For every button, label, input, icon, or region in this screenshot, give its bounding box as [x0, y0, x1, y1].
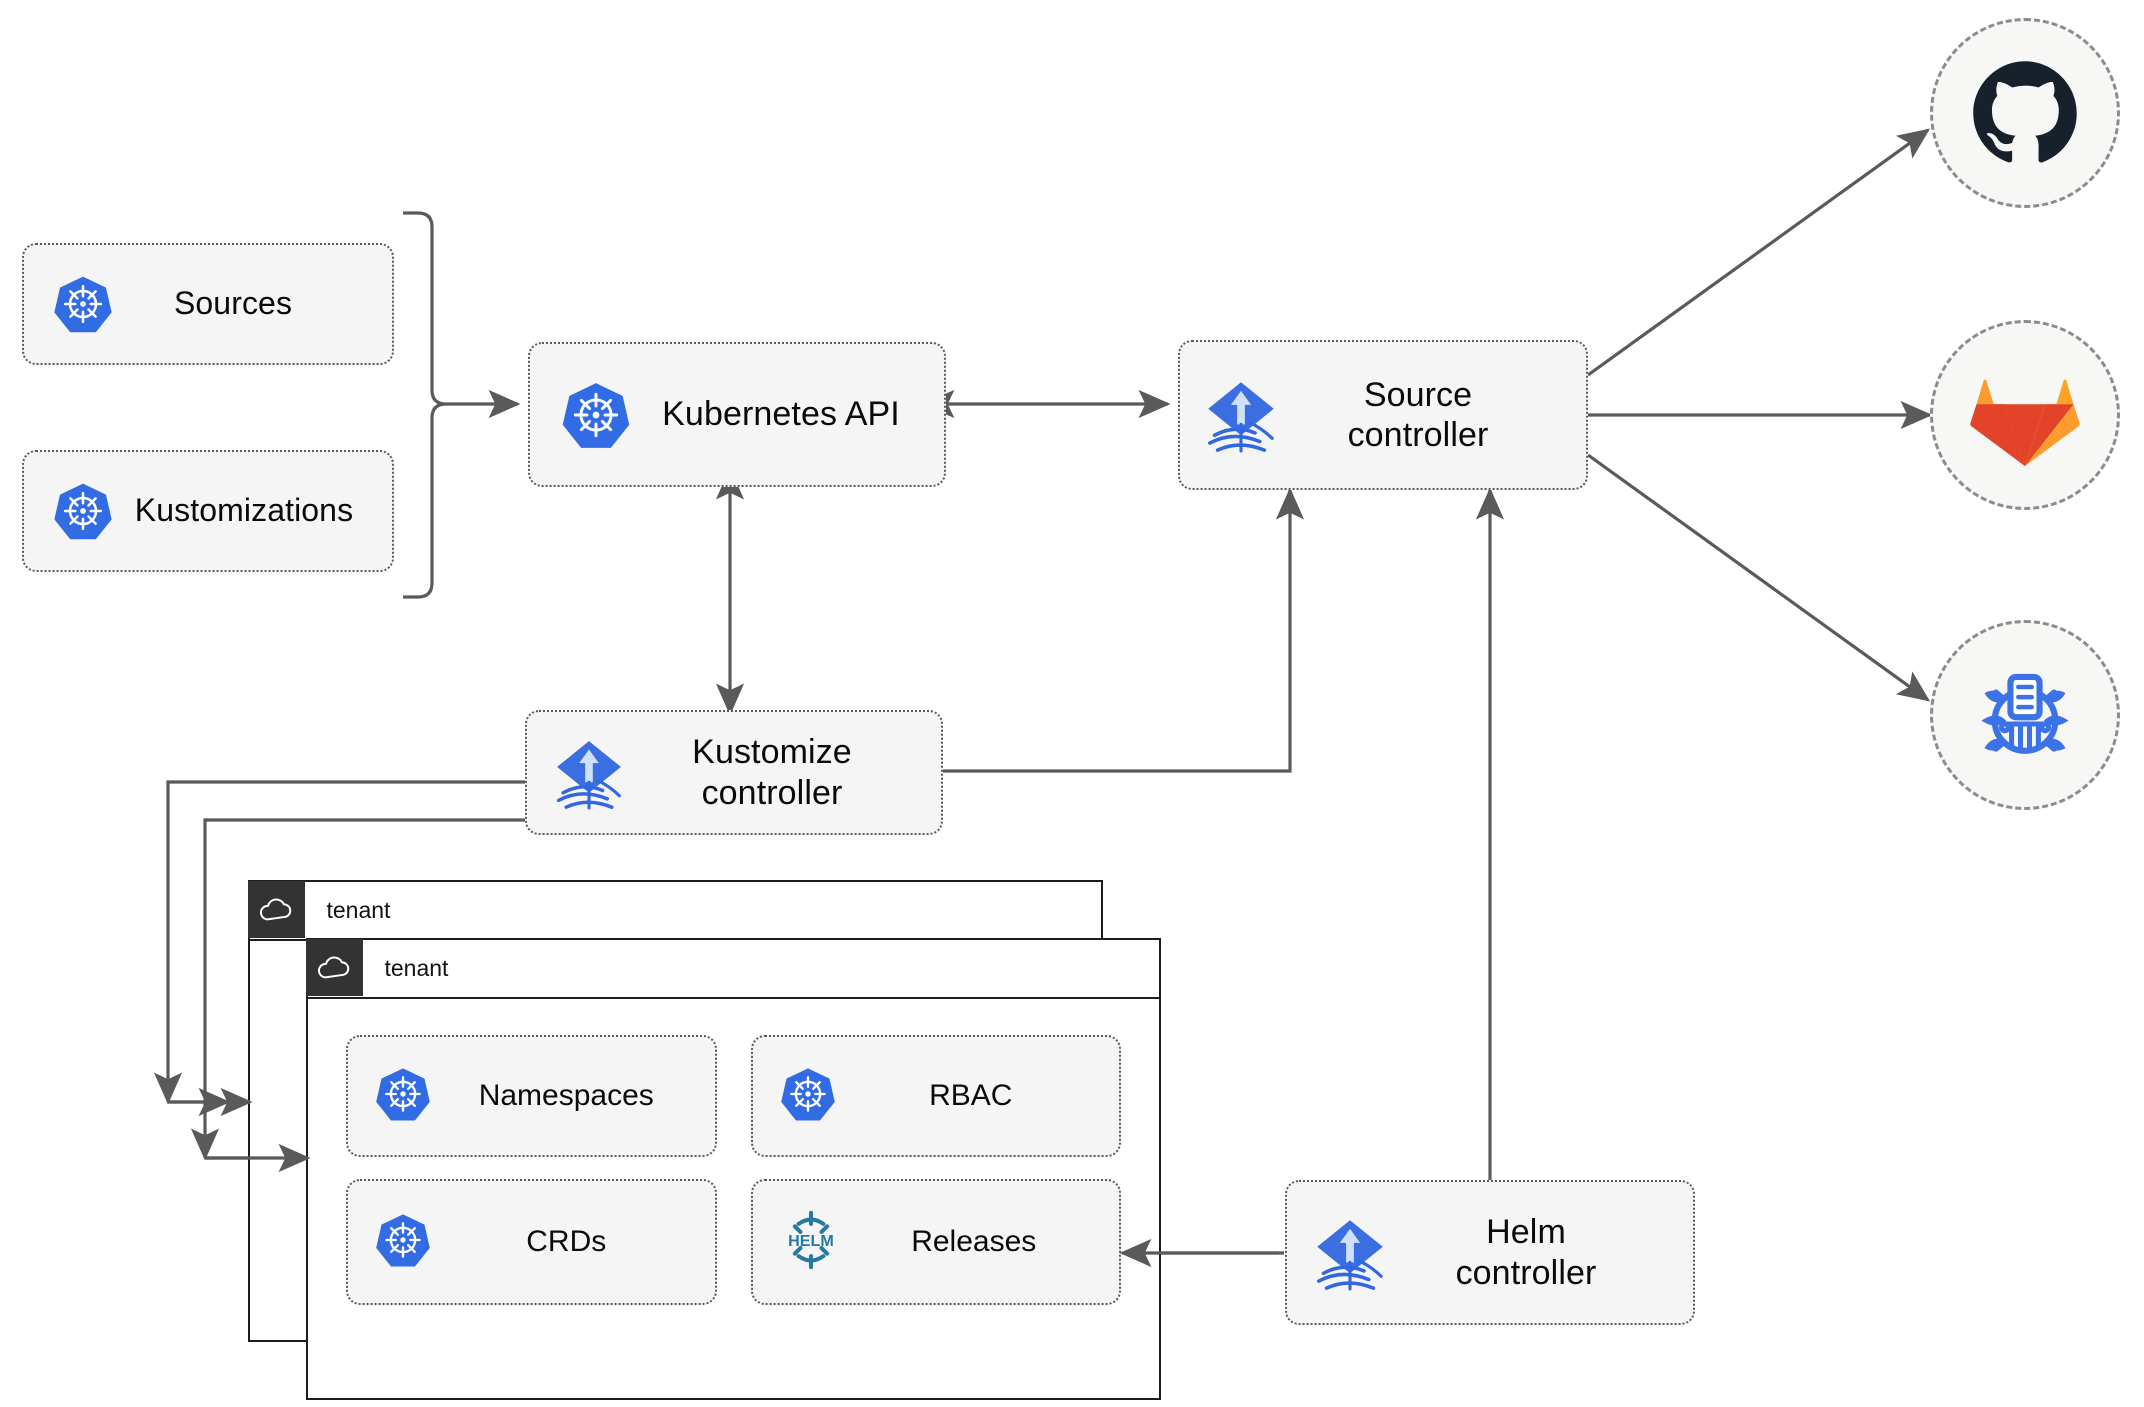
kubernetes-icon [374, 1211, 432, 1274]
edge-kustomize-to-source [940, 487, 1305, 773]
tenant-titlebar: tenant [305, 938, 1159, 999]
node-helm-controller-label: Helm controller [1455, 1213, 1597, 1292]
resource-namespaces-label: Namespaces [478, 1079, 654, 1112]
gitlab-icon [1970, 379, 2080, 467]
tenant-window-front[interactable]: tenant [305, 938, 1161, 1400]
flux-icon [551, 735, 627, 811]
edge-kustomize-to-tenant-front [190, 818, 525, 1161]
provider-gitlab[interactable] [1930, 320, 2120, 510]
provider-helm-repository[interactable] [1930, 620, 2120, 810]
flux-icon [1202, 376, 1280, 454]
cloud-icon [305, 938, 363, 996]
node-kubernetes-api[interactable]: Kubernetes API [528, 342, 946, 487]
resource-rbac[interactable]: RBAC [750, 1035, 1121, 1157]
flux-icon [1311, 1214, 1389, 1292]
tenant-resource-grid: Namespaces [346, 1035, 1121, 1305]
node-sources[interactable]: Sources [22, 243, 394, 365]
resource-rbac-label: RBAC [929, 1079, 1013, 1112]
resource-releases-label: Releases [911, 1225, 1037, 1258]
edge-source-to-github [1587, 128, 1931, 377]
node-source-controller[interactable]: Source controller [1178, 340, 1588, 490]
node-helm-controller[interactable]: Helm controller [1285, 1180, 1695, 1325]
kubernetes-icon [779, 1065, 837, 1128]
kubernetes-icon [52, 273, 114, 335]
node-kustomize-controller-label: Kustomize controller [692, 733, 852, 812]
kubernetes-icon [560, 379, 632, 451]
resource-crds[interactable]: CRDs [346, 1179, 717, 1305]
provider-github[interactable] [1930, 18, 2120, 208]
cloud-icon [247, 880, 305, 938]
node-kubernetes-api-label: Kubernetes API [662, 395, 900, 434]
edge-kustomize-to-tenant-back [153, 780, 525, 1105]
resource-releases[interactable]: HELM Releases [750, 1179, 1121, 1305]
github-icon [1973, 61, 2077, 163]
node-sources-label: Sources [173, 285, 293, 322]
svg-text:HELM: HELM [788, 1232, 834, 1250]
node-kustomizations-label: Kustomizations [134, 492, 354, 529]
tenant-title: tenant [326, 897, 391, 923]
helm-repository-icon [1981, 673, 2069, 754]
kubernetes-icon [374, 1065, 432, 1128]
node-kustomize-controller[interactable]: Kustomize controller [525, 710, 943, 835]
kubernetes-icon [52, 480, 114, 542]
edge-source-to-helm-repo [1587, 453, 1931, 702]
node-source-controller-label: Source controller [1347, 375, 1489, 454]
node-kustomizations[interactable]: Kustomizations [22, 450, 394, 572]
resource-namespaces[interactable]: Namespaces [346, 1035, 717, 1157]
resource-crds-label: CRDs [526, 1225, 607, 1258]
tenant-title: tenant [384, 955, 449, 981]
helm-icon: HELM [779, 1209, 843, 1276]
